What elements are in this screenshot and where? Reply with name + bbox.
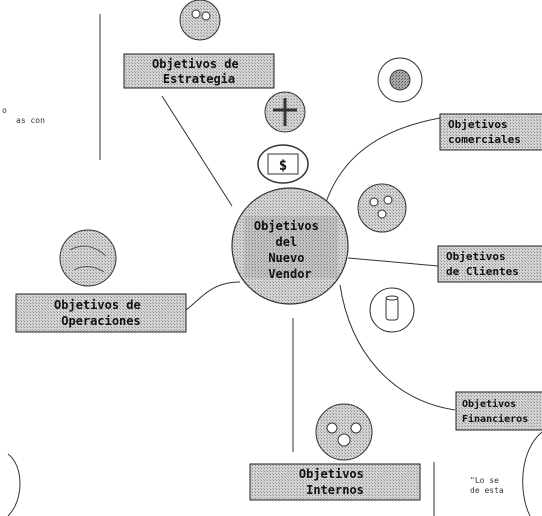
left-line-2: Operaciones	[61, 314, 140, 328]
center-label: Objetivos del Nuevo Vendor	[254, 219, 326, 281]
right2-line-2: de Clientes	[446, 265, 519, 278]
right3-line-1: Objetivos	[462, 398, 516, 410]
connector-lines	[7, 14, 542, 516]
team-icon	[315, 403, 373, 461]
right1-line-1: Objetivos	[448, 118, 508, 131]
left-node: Objetivos de Operaciones	[15, 293, 187, 333]
svg-text:Objetivos Internos: Objetivos Internos	[299, 467, 371, 497]
top-line-1: Objetivos de	[152, 57, 239, 71]
people-icon	[179, 0, 221, 41]
bottom-line-1: Objetivos	[299, 467, 364, 481]
top-line-2: Estrategia	[163, 72, 235, 86]
center-node: Objetivos del Nuevo Vendor	[231, 187, 349, 305]
top-icon-group	[179, 0, 221, 41]
cross-icon-group	[264, 91, 306, 133]
right2-node: Objetivos de Clientes	[437, 245, 542, 283]
svg-text:Objetivos Financieros: Objetivos Financieros	[462, 398, 528, 425]
dollar-node: $	[257, 144, 309, 184]
left-line-1: Objetivos de	[54, 298, 141, 312]
connector-center-right1	[324, 117, 441, 206]
cylinder-icon-group	[369, 287, 415, 333]
connector-center-right3	[339, 284, 456, 411]
svg-text:Objetivos de Estrategia: Objetivos de Estrategia	[152, 57, 246, 86]
center-line-4: Vendor	[268, 267, 311, 281]
left-icon-group	[59, 229, 117, 287]
right1-line-2: comerciales	[448, 133, 521, 146]
right3-node: Objetivos Financieros	[455, 391, 542, 431]
group-icon	[357, 183, 407, 233]
bottom-node: Objetivos Internos	[249, 463, 421, 501]
svg-text:Objetivos de Operaciones: Objetivos de Operaciones	[54, 298, 148, 328]
left-globe-icon	[59, 229, 117, 287]
connector-center-left	[185, 281, 241, 311]
fragment-top-left-line-2: as con	[16, 116, 45, 125]
connector-center-top	[161, 95, 233, 207]
connector-bottom-right-arc	[522, 431, 542, 516]
fragment-bottom-right-line-2: de esta	[470, 486, 504, 495]
bottom-icon-group	[315, 403, 373, 461]
bottom-line-2: Internos	[306, 483, 364, 497]
svg-text:Objetivos de Clientes: Objetivos de Clientes	[446, 250, 519, 278]
fragment-top-left-line-1: o	[2, 106, 7, 115]
fragment-bottom-right-line-1: "Lo se	[470, 476, 499, 485]
right1-node: Objetivos comerciales	[439, 113, 542, 151]
right1-icon-group	[377, 57, 423, 103]
svg-text:Objetivos comerciales: Objetivos comerciales	[448, 118, 521, 146]
fragment-bottom-right: "Lo se de esta	[470, 476, 504, 496]
right3-line-2: Financieros	[462, 413, 528, 425]
connector-bottom-left-arc	[7, 453, 21, 516]
right2-icon-group	[357, 183, 407, 233]
right2-line-1: Objetivos	[446, 250, 506, 263]
center-line-3: Nuevo	[268, 251, 304, 265]
dollar-symbol: $	[279, 158, 287, 174]
connector-center-right2	[347, 257, 439, 267]
top-node: Objetivos de Estrategia	[123, 53, 275, 89]
center-line-2: del	[276, 235, 298, 249]
center-line-1: Objetivos	[254, 219, 319, 233]
fragment-top-left: o as con	[2, 106, 45, 126]
